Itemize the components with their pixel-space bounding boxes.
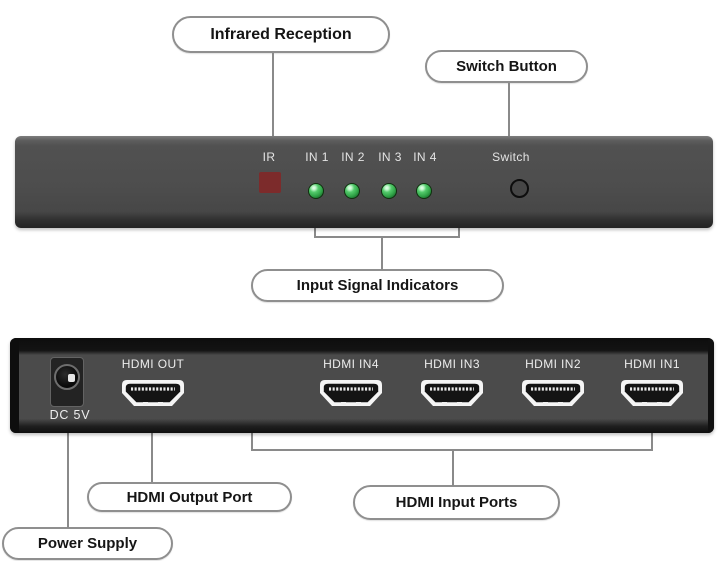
callout-power-supply-label: Power Supply: [37, 535, 138, 552]
bracket-indicators-center: [381, 237, 383, 270]
in2-label: IN 2: [341, 150, 365, 164]
in4-label: IN 4: [413, 150, 437, 164]
dc-barrel-icon: [54, 364, 80, 390]
bracket-inputs-left-stub: [251, 432, 253, 451]
callout-hdmi-output-port: HDMI Output Port: [87, 482, 292, 512]
bracket-inputs-right-stub: [651, 432, 653, 451]
hdmi-in1-port: HDMI IN1: [619, 357, 685, 409]
ir-receiver-window-icon: [259, 172, 281, 193]
dc-center-pin-icon: [68, 374, 75, 382]
bracket-inputs-center: [452, 450, 454, 486]
hdmi-in3-port: HDMI IN3: [419, 357, 485, 409]
bracket-indicators-right-stub: [458, 227, 460, 238]
hdmi-connector-icon: [320, 380, 382, 406]
callout-input-signal-indicators: Input Signal Indicators: [251, 269, 504, 302]
hdmi-connector-icon: [122, 380, 184, 406]
led-in3-indicator-icon: [381, 183, 397, 199]
callout-hdmi-input-ports: HDMI Input Ports: [353, 485, 560, 520]
callout-power-supply: Power Supply: [2, 527, 173, 560]
hdmi-in2-port: HDMI IN2: [520, 357, 586, 409]
hdmi-in4-label: HDMI IN4: [323, 357, 379, 371]
hdmi-connector-icon: [621, 380, 683, 406]
led-in4-indicator-icon: [416, 183, 432, 199]
hdmi-connector-icon: [522, 380, 584, 406]
switch-push-button: [510, 179, 529, 198]
hdmi-connector-icon: [421, 380, 483, 406]
rear-panel: DC 5V HDMI OUT HDMI IN4 HDMI IN3: [10, 338, 714, 433]
callout-input-signal-indicators-label: Input Signal Indicators: [296, 277, 459, 294]
callout-hdmi-input-ports-label: HDMI Input Ports: [395, 494, 518, 511]
line-switch-to-panel: [508, 83, 510, 137]
dc-5v-label: DC 5V: [49, 408, 91, 422]
led-in2-indicator-icon: [344, 183, 360, 199]
line-power-supply: [67, 432, 69, 528]
callout-switch-button: Switch Button: [425, 50, 588, 83]
hdmi-out-port: HDMI OUT: [120, 357, 186, 409]
hdmi-in3-label: HDMI IN3: [424, 357, 480, 371]
callout-infrared-reception-label: Infrared Reception: [210, 25, 352, 43]
hdmi-out-label: HDMI OUT: [121, 357, 185, 371]
line-infrared-to-panel: [272, 53, 274, 137]
callout-switch-button-label: Switch Button: [456, 58, 557, 75]
callout-infrared-reception: Infrared Reception: [172, 16, 390, 53]
in3-label: IN 3: [378, 150, 402, 164]
led-in1-indicator-icon: [308, 183, 324, 199]
hdmi-in2-label: HDMI IN2: [525, 357, 581, 371]
bracket-indicators-horizontal: [314, 236, 460, 238]
bracket-indicators-left-stub: [314, 227, 316, 238]
callout-hdmi-output-port-label: HDMI Output Port: [126, 488, 253, 506]
ir-label: IR: [262, 150, 276, 164]
in1-label: IN 1: [305, 150, 329, 164]
dc-power-jack-icon: [50, 357, 84, 407]
hdmi-in1-label: HDMI IN1: [624, 357, 680, 371]
front-panel: IR IN 1 IN 2 IN 3 IN 4 Switch: [15, 136, 713, 228]
line-hdmi-output: [151, 432, 153, 482]
hdmi-in4-port: HDMI IN4: [318, 357, 384, 409]
switch-label: Switch: [492, 150, 530, 164]
